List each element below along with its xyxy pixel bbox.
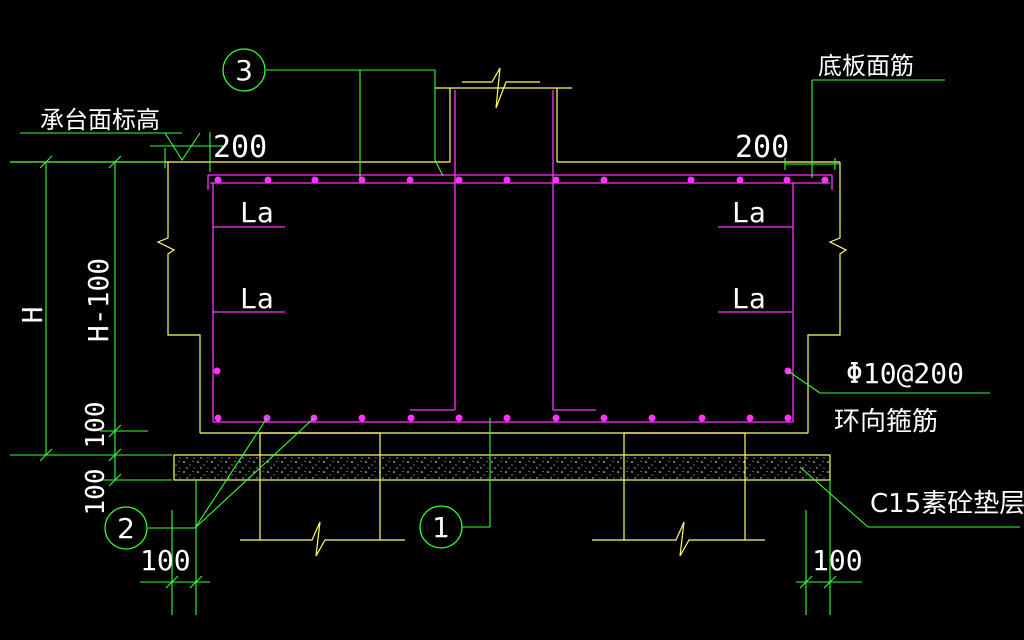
column-break-symbol [462, 67, 540, 109]
label-la-top-right: La [732, 196, 766, 229]
label-la-top-left: La [240, 196, 274, 229]
dim-100-upper: 100 [81, 402, 111, 449]
label-bottom-top-bar: 底板面筋 [818, 52, 914, 80]
pile-break-lines [240, 521, 765, 557]
label-bedding: C15素砼垫层 [870, 489, 1024, 519]
dim-200-right: 200 [735, 130, 789, 165]
rebar-dots [213, 176, 829, 422]
callout-3: 3 [222, 48, 266, 92]
dim-h-minus-100: H-100 [82, 258, 115, 342]
dim-100-bottom-right: 100 [812, 544, 863, 577]
leader-lines [148, 69, 1020, 529]
callout-1: 1 [419, 505, 463, 549]
label-la-mid-right: La [732, 282, 766, 315]
dim-100-bottom-left: 100 [140, 544, 191, 577]
label-la-mid-left: La [240, 282, 274, 315]
dimension-lines [10, 132, 862, 615]
label-stirrup-name: 环向箍筋 [834, 407, 938, 437]
svg-text:2: 2 [117, 512, 135, 545]
callout-2: 2 [104, 506, 148, 550]
dim-100-lower: 100 [81, 469, 111, 516]
svg-text:3: 3 [235, 54, 253, 87]
svg-text:1: 1 [432, 511, 450, 544]
label-cap-top-elevation: 承台面标高 [40, 106, 160, 134]
bedding-layer [173, 454, 831, 481]
label-stirrup-spec: Φ10@200 [846, 357, 964, 390]
concrete-outline [10, 87, 848, 540]
dim-h: H [16, 307, 49, 324]
dim-200-left: 200 [213, 130, 267, 165]
